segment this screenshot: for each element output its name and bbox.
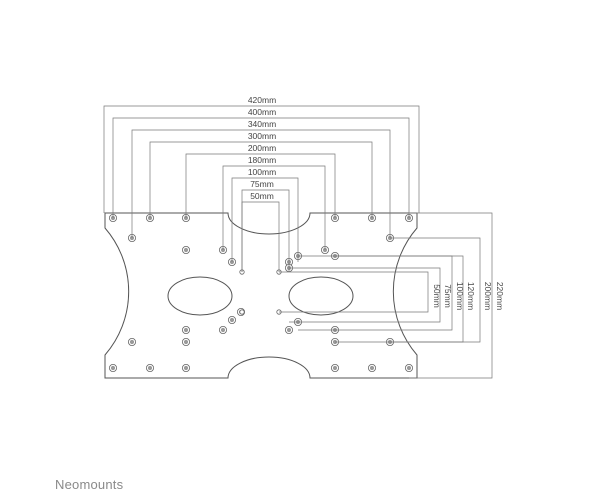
horizontal-dimension-line: [112, 117, 410, 218]
mounting-hole: [330, 363, 339, 372]
horizontal-dimension-line: [185, 153, 336, 218]
brand-logo-text: Neomounts: [55, 477, 124, 492]
mounting-hole: [181, 245, 190, 254]
vertical-dimension-line: [390, 237, 481, 343]
dim-label-v-120mm: 120mm: [466, 282, 476, 310]
mounting-hole: [227, 315, 236, 324]
mounting-hole: [404, 363, 413, 372]
vertical-dimension-line: [409, 212, 493, 379]
dim-label-v-75mm: 75mm: [443, 284, 453, 308]
vertical-dimension-line: [279, 271, 429, 313]
dim-label-200mm: 200mm: [248, 143, 276, 153]
dim-label-v-220mm: 220mm: [495, 282, 505, 310]
dim-label-50mm: 50mm: [250, 191, 274, 201]
dimension-lines: [103, 105, 493, 379]
right-oval-cutout: [288, 276, 354, 316]
left-oval-cutout: [167, 276, 233, 316]
dimension-labels: 420mm 400mm 340mm 300mm 200mm 180mm 100m…: [248, 95, 505, 310]
vertical-dimension-line: [289, 267, 441, 323]
plate-outline: [104, 212, 418, 379]
dim-label-400mm: 400mm: [248, 107, 276, 117]
mounting-hole: [109, 363, 118, 372]
horizontal-dimension-line: [241, 201, 280, 272]
dim-label-180mm: 180mm: [248, 155, 276, 165]
dim-label-300mm: 300mm: [248, 131, 276, 141]
horizontal-dimension-line: [131, 129, 391, 238]
mounting-hole: [145, 363, 154, 372]
dim-label-75mm: 75mm: [250, 179, 274, 189]
dim-label-100mm: 100mm: [248, 167, 276, 177]
mounting-hole: [181, 337, 190, 346]
mounting-hole: [218, 325, 227, 334]
mounting-hole: [367, 363, 376, 372]
mounting-hole: [181, 325, 190, 334]
horizontal-dimension-line: [231, 177, 299, 262]
dim-label-v-200mm: 200mm: [483, 282, 493, 310]
dim-label-420mm: 420mm: [248, 95, 276, 105]
mounting-hole: [181, 363, 190, 372]
dim-label-v-100mm: 100mm: [455, 282, 465, 310]
mounting-plate: [104, 212, 418, 379]
horizontal-dimension-line: [222, 165, 326, 250]
mounting-hole: [284, 325, 293, 334]
horizontal-dimension-line: [149, 141, 373, 218]
dim-label-v-50mm: 50mm: [432, 284, 442, 308]
mounting-hole: [127, 337, 136, 346]
horizontal-dimension-line: [103, 105, 420, 213]
pilot-hole: [239, 309, 245, 315]
dim-label-340mm: 340mm: [248, 119, 276, 129]
